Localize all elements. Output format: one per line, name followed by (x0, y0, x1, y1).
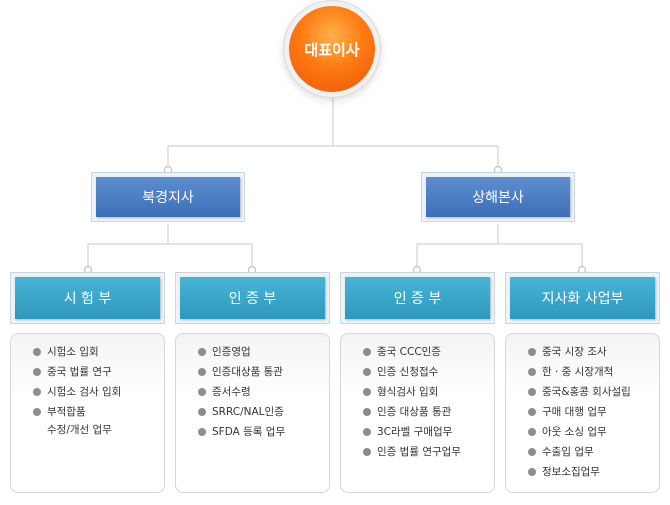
list-item: 시험소 검사 입회 (33, 382, 164, 402)
list-item: 시험소 입회 (33, 342, 164, 362)
dept-duties-panel: 인증영업 인증대상품 통관 증서수령 SRRC/NAL인증 SFDA 등록 업무 (175, 333, 330, 493)
dept-label: 인 증 부 (228, 291, 277, 307)
dept-duties-panel: 중국 CCC인증 인증 신청접수 형식검사 입회 인증 대상품 통관 3C라벨 … (340, 333, 495, 493)
list-item: SFDA 등록 업무 (198, 422, 329, 442)
dept-branch-business: 지사화 사업부 (505, 272, 660, 324)
branch-beijing: 북경지사 (91, 172, 245, 222)
ceo-label: 대표이사 (304, 40, 360, 59)
list-item: SRRC/NAL인증 (198, 402, 329, 422)
list-item: 중국 시장 조사 (528, 342, 659, 362)
list-item: 수출입 업무 (528, 442, 659, 462)
list-item: 3C라벨 구매업무 (363, 422, 494, 442)
list-item: 중국&홍콩 회사설립 (528, 382, 659, 402)
dept-label: 인 증 부 (393, 291, 442, 307)
dept-duties-panel: 중국 시장 조사 한 · 중 시장개척 중국&홍콩 회사설립 구매 대행 업무 … (505, 333, 660, 493)
list-item: 인증영업 (198, 342, 329, 362)
dept-testing: 시 험 부 (10, 272, 165, 324)
list-item: 인증 법률 연구업무 (363, 442, 494, 462)
list-item: 부적합품 (33, 402, 164, 422)
branch-shanghai: 상해본사 (421, 172, 575, 222)
list-item: 수정/개선 업무 (47, 424, 112, 436)
dept-label: 시 험 부 (63, 291, 112, 307)
list-item: 중국 CCC인증 (363, 342, 494, 362)
dept-label: 지사화 사업부 (541, 291, 624, 307)
list-item: 중국 법률 연구 (33, 362, 164, 382)
branch-label: 북경지사 (142, 190, 194, 206)
list-item: 한 · 중 시장개척 (528, 362, 659, 382)
dept-certification-beijing: 인 증 부 (175, 272, 330, 324)
list-item: 인증 대상품 통관 (363, 402, 494, 422)
list-item: 정보소집업무 (528, 462, 659, 482)
branch-label: 상해본사 (472, 190, 524, 206)
dept-duties-panel: 시험소 입회 중국 법률 연구 시험소 검사 입회 부적합품 수정/개선 업무 (10, 333, 165, 493)
dept-certification-shanghai: 인 증 부 (340, 272, 495, 324)
list-item: 인증 신청접수 (363, 362, 494, 382)
list-item: 아웃 소싱 업무 (528, 422, 659, 442)
list-item: 형식검사 입회 (363, 382, 494, 402)
list-item: 구매 대행 업무 (528, 402, 659, 422)
list-item: 인증대상품 통관 (198, 362, 329, 382)
ceo-node: 대표이사 (289, 6, 375, 92)
list-item: 증서수령 (198, 382, 329, 402)
